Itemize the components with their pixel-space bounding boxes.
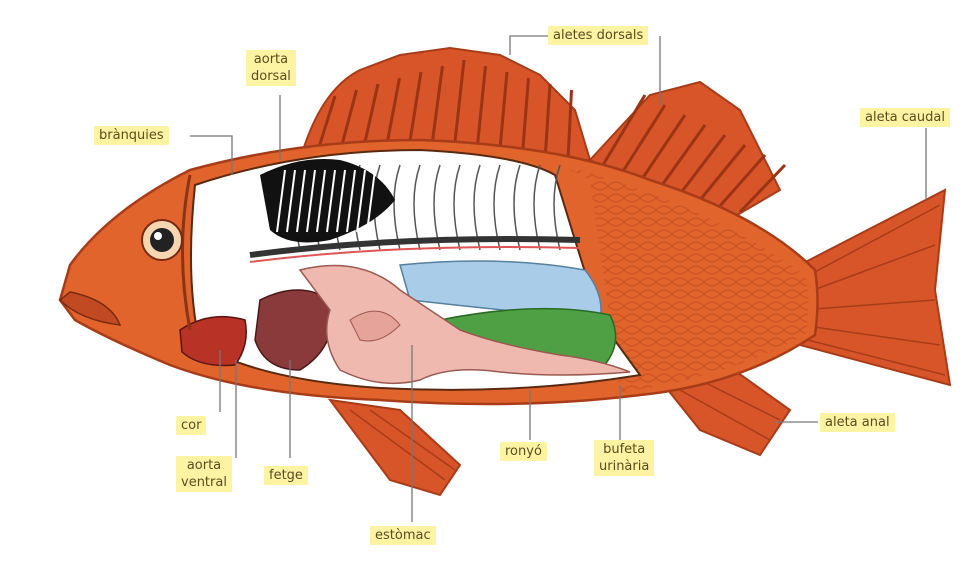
pupil <box>150 228 174 252</box>
label-ronyo: ronyó <box>500 442 547 461</box>
label-bufeta-urinaria: bufeta urinària <box>594 440 654 476</box>
label-estomac: estòmac <box>370 526 436 545</box>
label-branquies: brànquies <box>94 126 169 145</box>
label-aorta-ventral: aorta ventral <box>176 456 232 492</box>
label-aleta-anal: aleta anal <box>820 413 895 432</box>
label-aleta-caudal: aleta caudal <box>860 108 950 127</box>
label-aletes-dorsals: aletes dorsals <box>548 26 648 45</box>
pelvic-fin <box>330 400 460 495</box>
label-cor: cor <box>176 416 206 435</box>
label-fetge: fetge <box>264 466 308 485</box>
label-aorta-dorsal: aorta dorsal <box>246 50 296 86</box>
